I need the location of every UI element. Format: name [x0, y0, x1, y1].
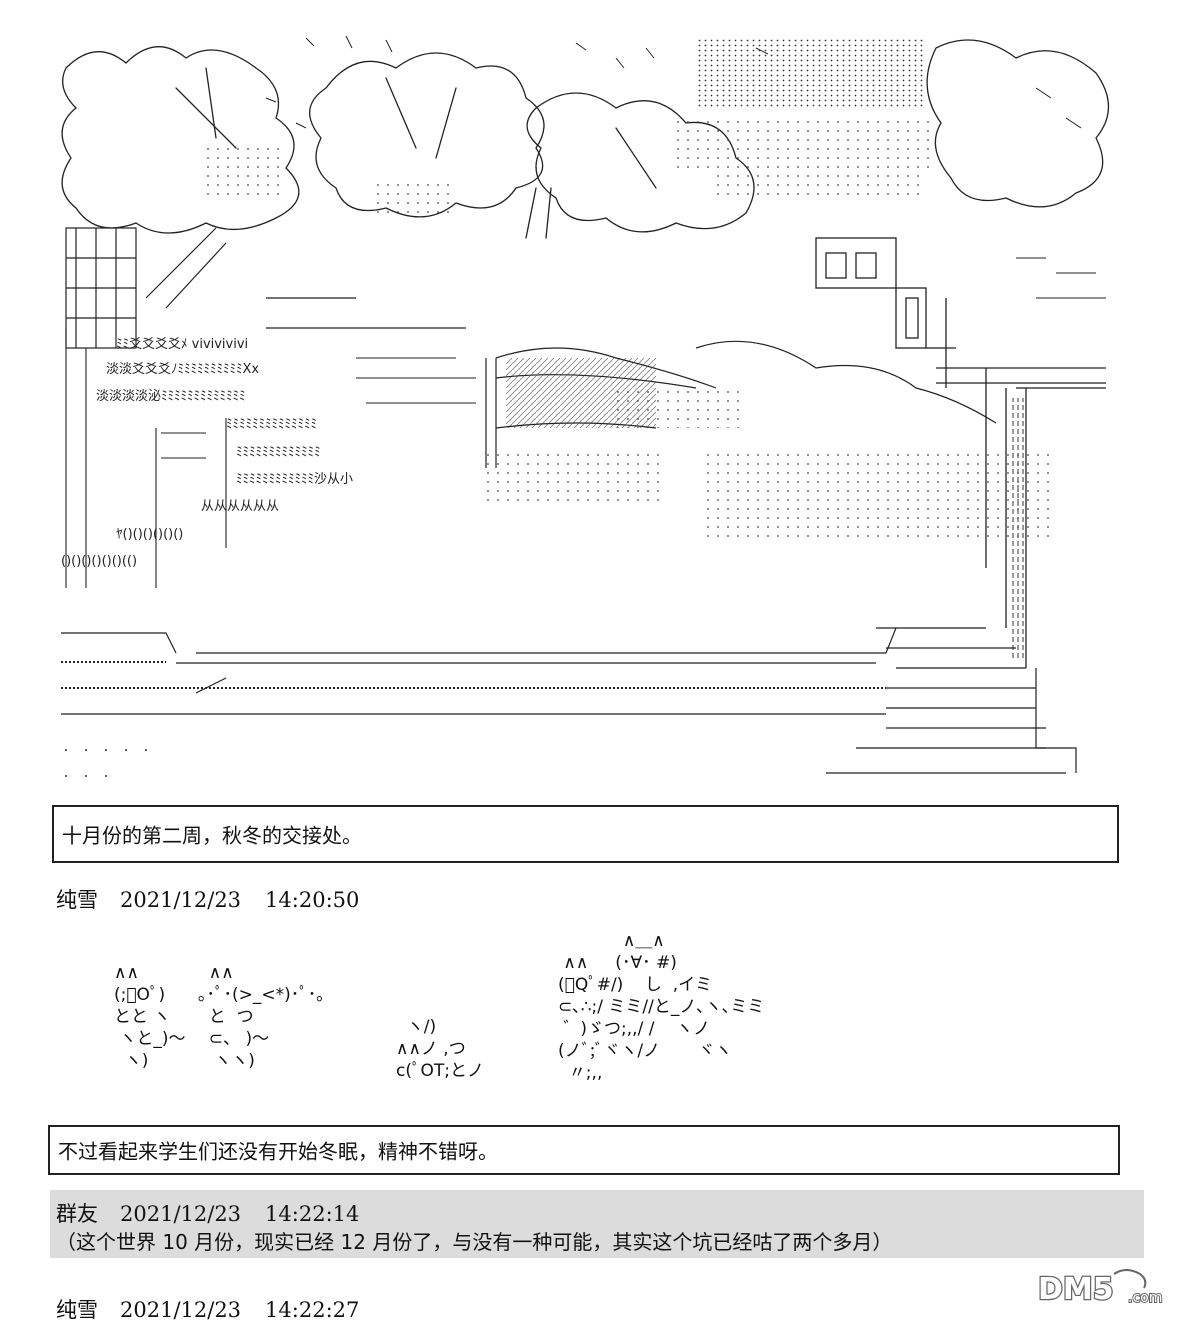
dm5-watermark-logo: DM5 .com	[1036, 1266, 1186, 1310]
svg-text:从从从从从从: 从从从从从从	[201, 499, 279, 514]
post-author: 纯雪	[56, 888, 98, 912]
post-author: 纯雪	[56, 1298, 98, 1322]
svg-text:ﾐﾐﾐﾐﾐﾐﾐﾐﾐﾐﾐﾐﾐ: ﾐﾐﾐﾐﾐﾐﾐﾐﾐﾐﾐﾐﾐ	[236, 445, 321, 460]
svg-text:ﾐﾐ爻爻爻爻ﾒ vivivivivi: ﾐﾐ爻爻爻爻ﾒ vivivivivi	[116, 337, 248, 352]
watermark-logo-text: DM5	[1038, 1272, 1114, 1307]
scene-art: ﾐﾐ爻爻爻爻ﾒ vivivivivi 淡淡爻爻爻ﾉﾐﾐﾐﾐﾐﾐﾐﾐﾐﾐXx 淡淡…	[61, 35, 1109, 777]
svg-text:淡淡淡淡泌ﾐﾐﾐﾐﾐﾐﾐﾐﾐﾐﾐﾐﾐ: 淡淡淡淡泌ﾐﾐﾐﾐﾐﾐﾐﾐﾐﾐﾐﾐﾐ	[96, 389, 246, 404]
ascii-cat-crying: ∧∧ ｡･ﾟ･(>_<*)･ﾟ･｡ と つ ⊂、 )～ ヽヽ)	[198, 963, 325, 1071]
narration-text: 十月份的第二周，秋冬的交接处。	[62, 823, 362, 848]
post-author: 群友	[56, 1202, 98, 1226]
svg-text:ﾔ()()()()()(): ﾔ()()()()()()	[116, 527, 183, 542]
comment-text: （这个世界 10 月份，现实已经 12 月份了，与没有一种可能，其实这个坑已经咕…	[56, 1230, 893, 1254]
ascii-cats-fighting: ∧＿∧ ∧∧ (･∀･ #) (ﾟQﾟ#/) し ,イミ ⊂､∴;/ ミミ//と…	[558, 931, 765, 1083]
post-header: 纯雪 2021/12/23 14:20:50	[56, 884, 359, 914]
post-header: 纯雪 2021/12/23 14:22:27	[56, 1294, 359, 1324]
narration-box: 十月份的第二周，秋冬的交接处。	[52, 805, 1119, 863]
watermark-suffix: .com	[1128, 1290, 1162, 1306]
highlighted-comment: 群友 2021/12/23 14:22:14 （这个世界 10 月份，现实已经 12…	[50, 1190, 1144, 1258]
post-date: 2021/12/23	[120, 888, 242, 912]
watermark-art: DM5 .com	[1037, 1269, 1163, 1308]
ascii-art-scene: ﾐﾐ爻爻爻爻ﾒ vivivivivi 淡淡爻爻爻ﾉﾐﾐﾐﾐﾐﾐﾐﾐﾐﾐXx 淡淡…	[56, 28, 1126, 798]
narration-text: 不过看起来学生们还没有开始冬眠，精神不错呀。	[58, 1139, 498, 1164]
svg-text:()()()()()()((): ()()()()()()(()	[61, 554, 137, 569]
svg-text:ﾐﾐﾐﾐﾐﾐﾐﾐﾐﾐﾐﾐ沙从小: ﾐﾐﾐﾐﾐﾐﾐﾐﾐﾐﾐﾐ沙从小	[236, 472, 353, 487]
post-time: 14:20:50	[265, 888, 360, 912]
post-time: 14:22:27	[265, 1298, 360, 1322]
post-date: 2021/12/23	[120, 1298, 242, 1322]
svg-text:淡淡爻爻爻ﾉﾐﾐﾐﾐﾐﾐﾐﾐﾐﾐXx: 淡淡爻爻爻ﾉﾐﾐﾐﾐﾐﾐﾐﾐﾐﾐXx	[106, 362, 259, 377]
post-date: 2021/12/23	[120, 1202, 242, 1226]
ascii-cat-surprised: ∧∧ (;ﾟOﾟ) とと ヽ ヽと_)～ ヽ)	[114, 963, 186, 1071]
watermark-swoosh-icon	[1113, 1269, 1147, 1289]
svg-text:ﾐﾐﾐﾐﾐﾐﾐﾐﾐﾐﾐﾐﾐﾐ: ﾐﾐﾐﾐﾐﾐﾐﾐﾐﾐﾐﾐﾐﾐ	[226, 417, 317, 432]
cat-emoticon-art: ∧∧ (;ﾟOﾟ) とと ヽ ヽと_)～ ヽ) ∧∧ ｡･ﾟ･(>_<*)･ﾟ･…	[100, 930, 860, 1125]
ascii-cat-sobbing: ヽ/) ∧∧ノ ,つ c(ﾟOT;とノ	[396, 1017, 484, 1081]
post-header: 群友 2021/12/23 14:22:14	[56, 1198, 359, 1228]
post-time: 14:22:14	[265, 1202, 360, 1226]
narration-box: 不过看起来学生们还没有开始冬眠，精神不错呀。	[48, 1125, 1120, 1175]
